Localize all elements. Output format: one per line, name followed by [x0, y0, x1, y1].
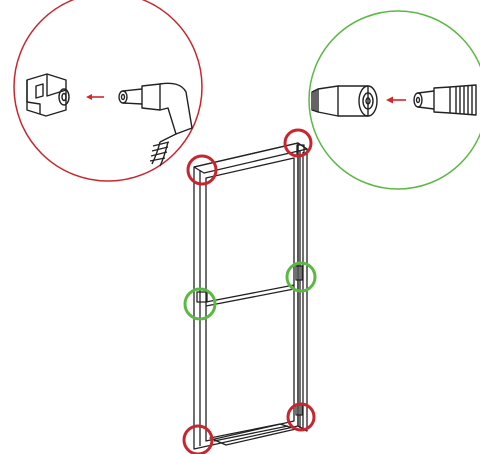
marker-bottom-left-red [182, 424, 214, 454]
dc-plug-icon [118, 82, 193, 167]
marker-left-middle-green [183, 287, 217, 321]
frame-bottom-right-connector [295, 404, 303, 416]
frame-crossbar-bottom [205, 288, 295, 307]
frame-inner-opening [205, 157, 295, 442]
marker-right-middle-green [285, 261, 317, 293]
frame-right-connector [295, 265, 303, 281]
barrel-female-icon [311, 85, 378, 117]
frame-front-outer [193, 142, 299, 450]
left-detail-circle [13, 0, 203, 182]
dc-socket-icon [26, 73, 70, 117]
marker-top-right-red [283, 128, 313, 158]
frame-base-line [213, 425, 289, 442]
right-arrow-icon [386, 96, 406, 104]
frame-left-connector [196, 291, 208, 303]
marker-top-left-red [186, 154, 218, 186]
right-detail-callout [308, 10, 480, 190]
frame-crossbar-top [205, 284, 295, 303]
marker-bottom-right-red [286, 402, 316, 432]
barrel-male-icon [413, 84, 477, 116]
left-detail-callout [13, 0, 203, 182]
red-markers [182, 128, 316, 454]
green-markers [183, 261, 317, 321]
left-arrow-icon [86, 94, 104, 100]
